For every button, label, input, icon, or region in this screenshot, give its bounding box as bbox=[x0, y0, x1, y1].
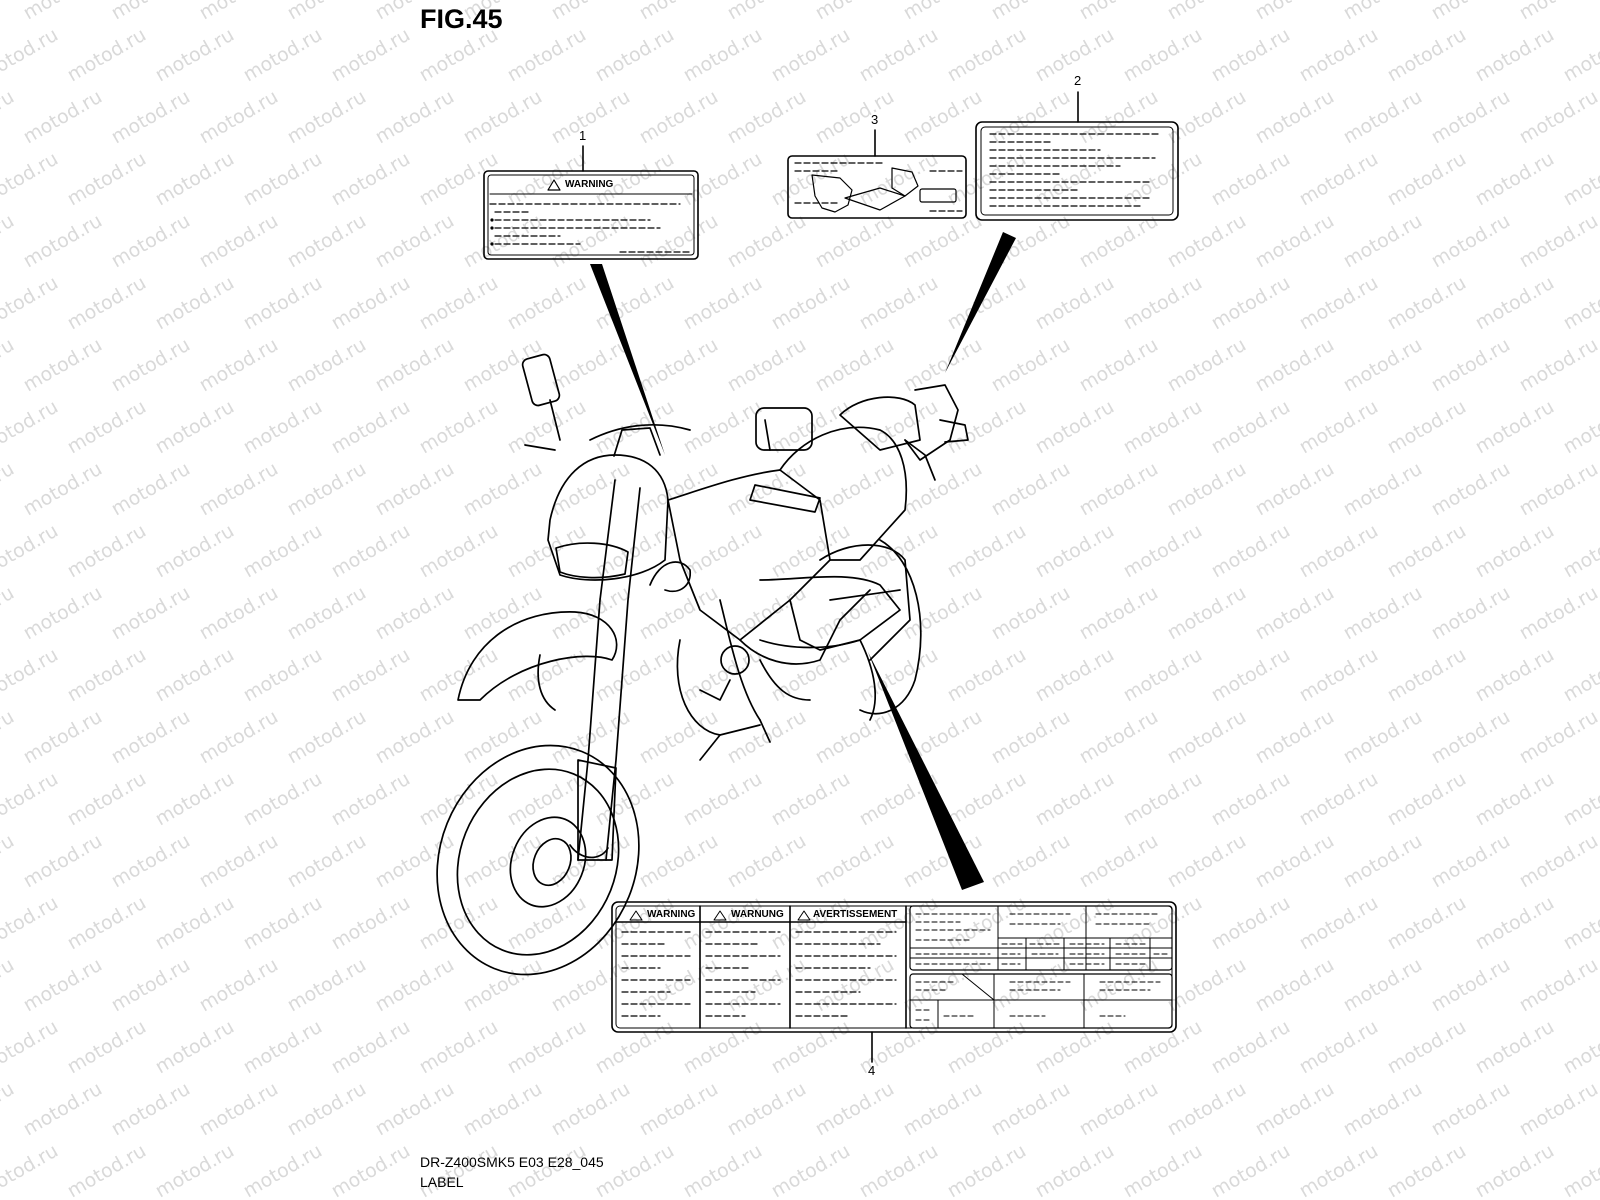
figure-name: LABEL bbox=[420, 1174, 464, 1190]
callout-1: 1 bbox=[579, 128, 587, 143]
label-2 bbox=[975, 91, 1179, 221]
figure-title: FIG.45 bbox=[420, 4, 503, 34]
label-3 bbox=[787, 129, 967, 219]
label-4-heading-fr: AVERTISSEMENT bbox=[813, 909, 898, 920]
figure-code: DR-Z400SMK5 E03 E28_045 bbox=[420, 1154, 604, 1170]
callout-3: 3 bbox=[871, 112, 879, 127]
label-1 bbox=[483, 145, 699, 260]
label-1-heading: WARNING bbox=[565, 179, 614, 190]
callout-4: 4 bbox=[868, 1063, 876, 1078]
label-4-heading-en: WARNING bbox=[647, 909, 696, 920]
motorcycle-drawing bbox=[436, 353, 969, 976]
label-4-heading-de: WARNUNG bbox=[731, 909, 784, 920]
label-4 bbox=[611, 901, 1177, 1063]
leader-wedges bbox=[590, 232, 1016, 890]
callout-2: 2 bbox=[1074, 73, 1082, 88]
